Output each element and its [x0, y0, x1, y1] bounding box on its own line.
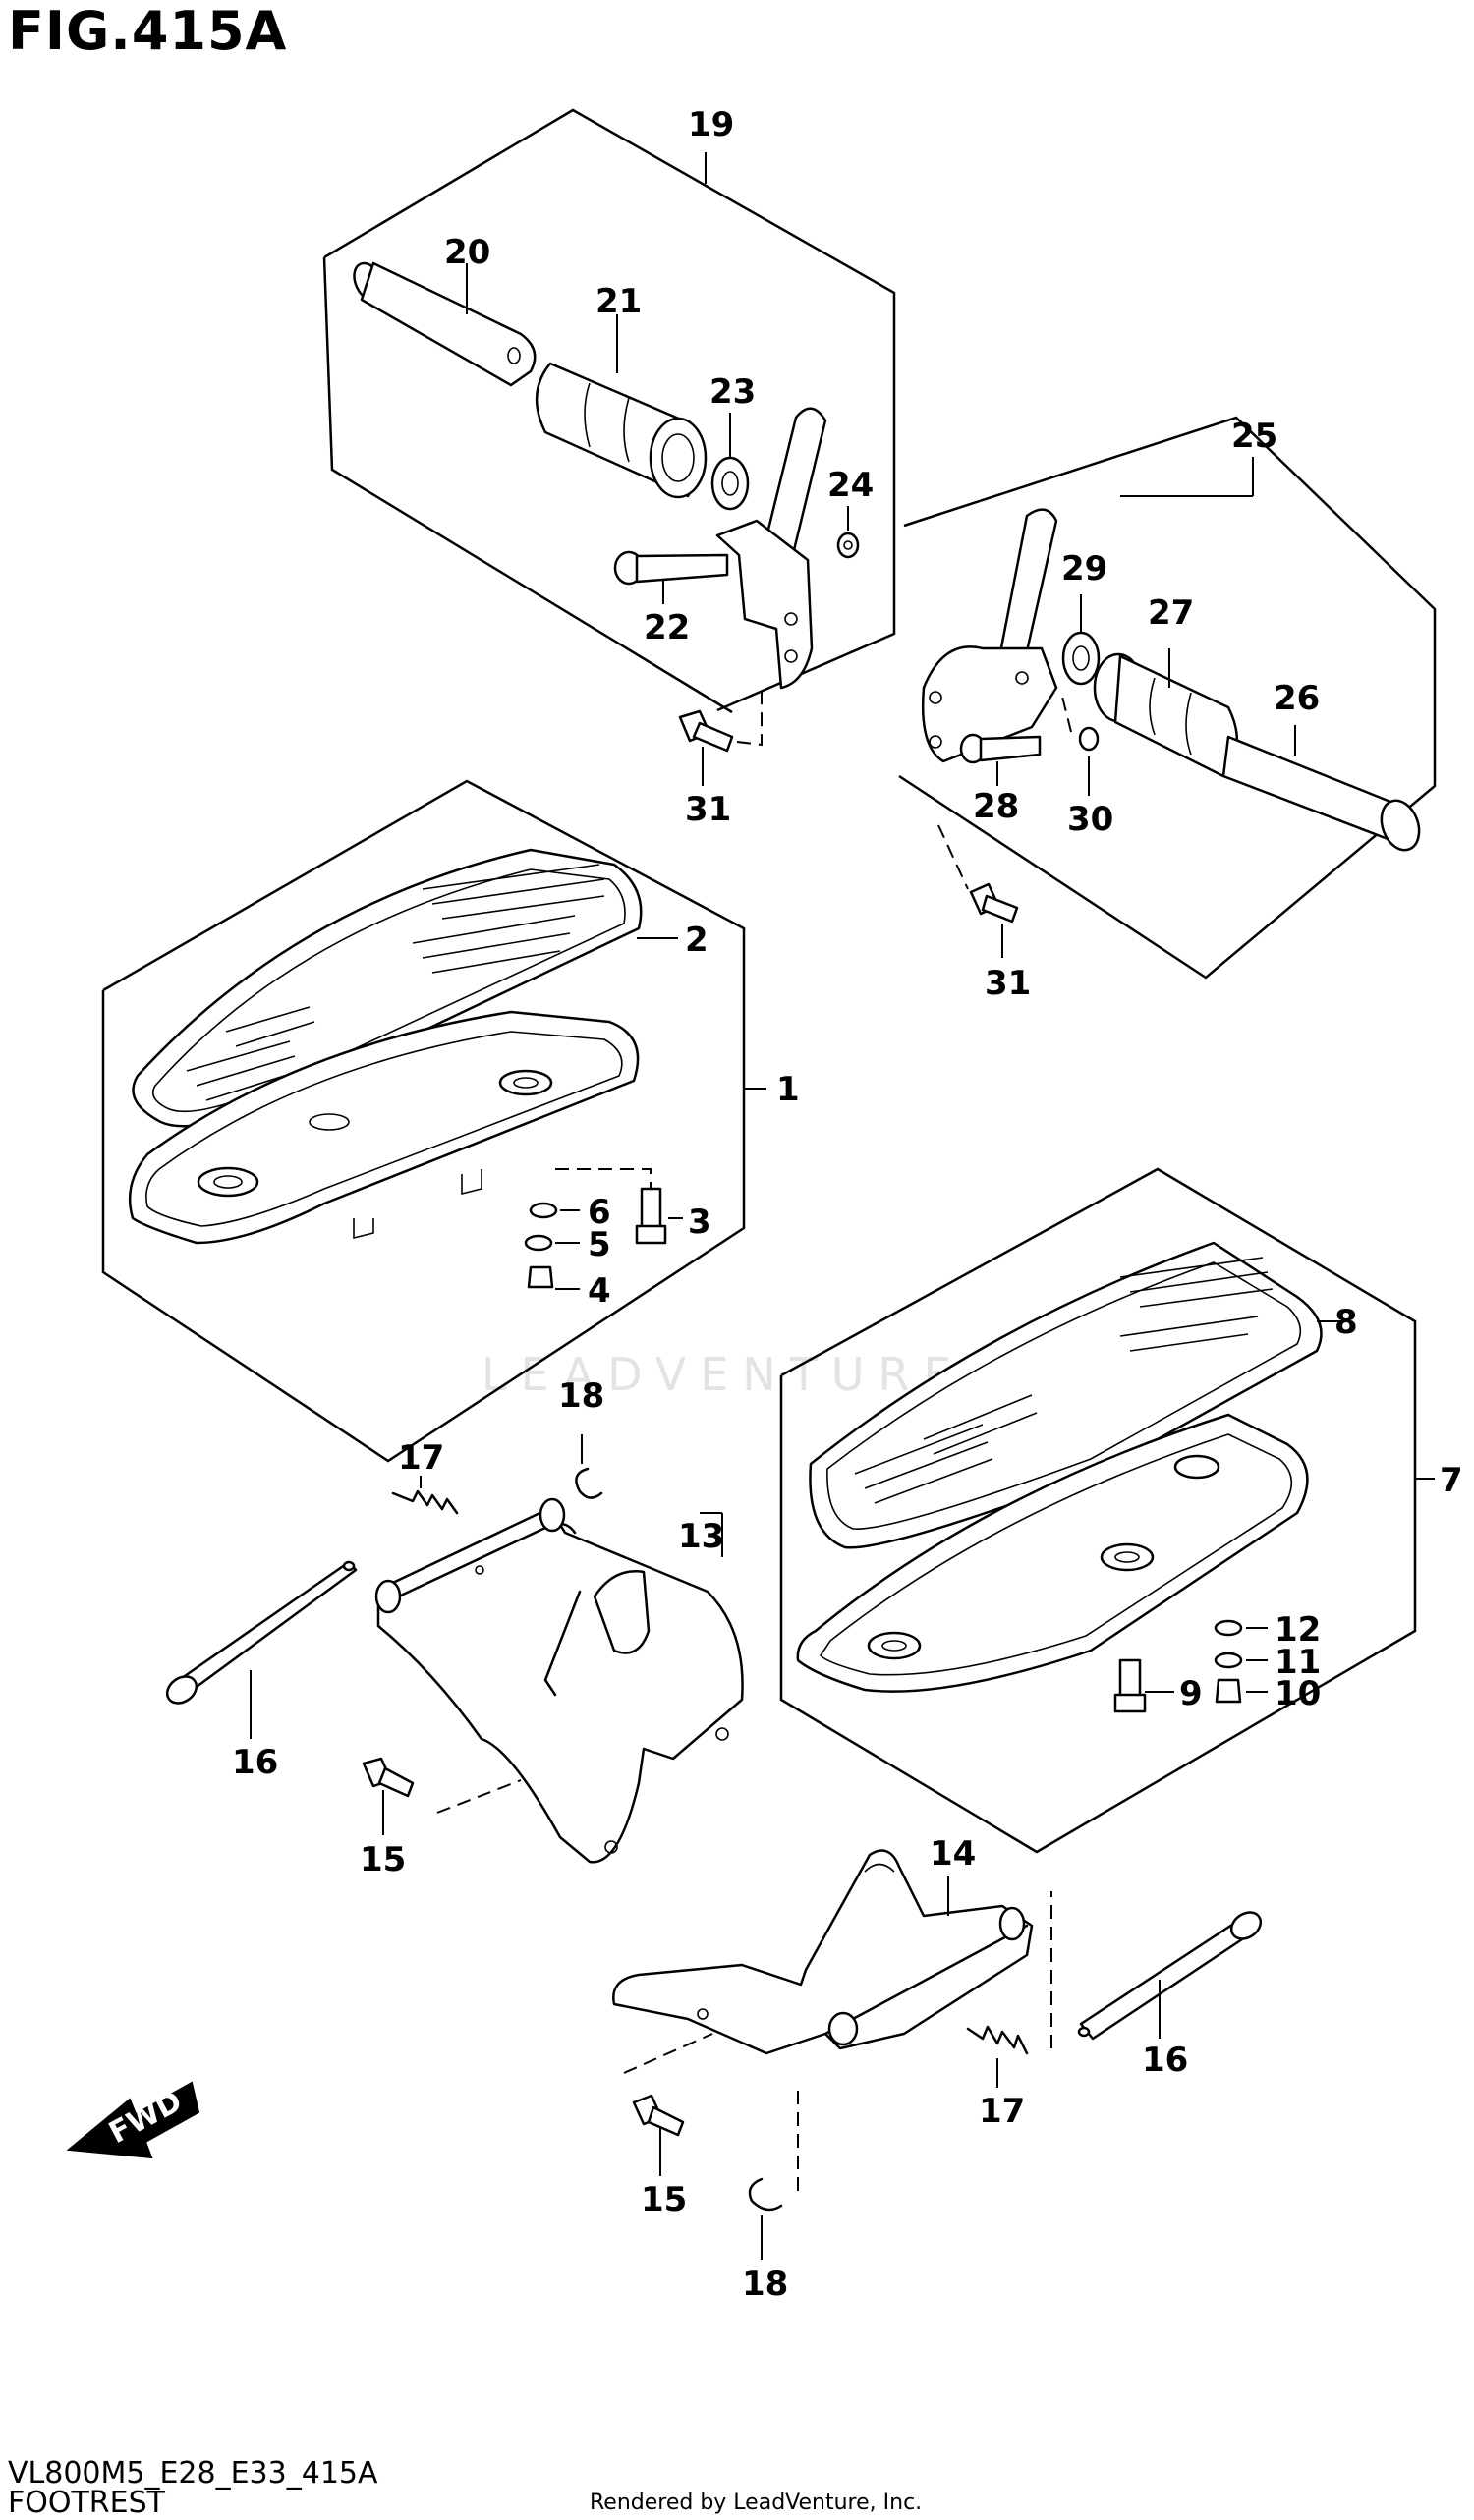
- group-25-box: [898, 416, 1437, 980]
- pin-16-right: [1050, 1891, 1263, 2048]
- callout-12: 12: [1275, 1610, 1321, 1650]
- callout-5: 5: [588, 1225, 611, 1264]
- spring-17-left: [391, 1476, 459, 1515]
- callout-30: 30: [1067, 800, 1113, 839]
- callout-4: 4: [588, 1271, 611, 1311]
- footboard-pad-2: [132, 848, 678, 1128]
- bolt-22: [613, 550, 729, 604]
- bracket-13: [374, 1497, 744, 1864]
- callout-9: 9: [1179, 1674, 1203, 1713]
- render-credit: Rendered by LeadVenture, Inc.: [590, 2491, 923, 2515]
- callout-16-left: 16: [232, 1743, 278, 1782]
- callout-17-right: 17: [979, 2092, 1025, 2131]
- pin-16-left: [165, 1560, 358, 1739]
- clip-18-left: [575, 1434, 603, 1499]
- hardware-3-4-5-6: [524, 1168, 683, 1290]
- clip-18-right: [748, 2083, 799, 2260]
- group-1-box: [101, 779, 766, 1463]
- nut-24: [836, 506, 860, 559]
- callout-26: 26: [1274, 679, 1320, 718]
- bolt-31-right: [937, 824, 1019, 958]
- rubber-21: [535, 314, 708, 499]
- callout-19: 19: [688, 105, 734, 144]
- footboard-pad-8: [809, 1241, 1346, 1549]
- callout-14: 14: [930, 1834, 976, 1874]
- callout-22: 22: [644, 608, 690, 647]
- hardware-9-10-11-12: [1113, 1619, 1268, 1713]
- callout-28: 28: [973, 787, 1019, 826]
- callout-31-right: 31: [985, 964, 1031, 1003]
- footboard-base-1: [128, 1010, 640, 1245]
- bolt-15-right: [623, 2033, 713, 2176]
- callout-31-left: 31: [685, 790, 731, 829]
- callout-8: 8: [1334, 1303, 1358, 1342]
- callout-29: 29: [1061, 549, 1107, 588]
- footboard-base-7: [796, 1413, 1309, 1693]
- callout-18-left: 18: [558, 1376, 604, 1416]
- callout-25: 25: [1231, 417, 1277, 456]
- washer-29: [1061, 594, 1101, 686]
- bracket-25: [921, 508, 1058, 763]
- callout-23: 23: [709, 372, 756, 412]
- section-name: FOOTREST: [8, 2486, 165, 2520]
- bolt-15-left: [362, 1757, 522, 1835]
- callout-labels: 19 20 21 23 24 22 31 25 29 27 26 28 30 3…: [232, 105, 1463, 2304]
- callout-15-right: 15: [641, 2180, 687, 2219]
- callout-16-right: 16: [1142, 2041, 1188, 2080]
- bracket-14: [612, 1849, 1034, 2055]
- group-19-box: [322, 108, 896, 714]
- callout-6: 6: [588, 1193, 611, 1232]
- callout-10: 10: [1275, 1674, 1321, 1713]
- callout-21: 21: [595, 282, 642, 321]
- fwd-arrow-icon: FWD: [66, 2081, 200, 2159]
- callout-11: 11: [1275, 1643, 1321, 1682]
- callout-18-right: 18: [742, 2265, 788, 2304]
- model-code: VL800M5_E28_E33_415A: [8, 2456, 378, 2491]
- watermark: LEADVENTURE: [482, 1348, 966, 1401]
- callout-13: 13: [678, 1517, 724, 1556]
- bolt-28: [959, 733, 1042, 786]
- nut-30: [1060, 692, 1100, 796]
- spring-17-right: [966, 2025, 1029, 2088]
- figure-title: FIG.415A: [8, 0, 288, 62]
- callout-20: 20: [444, 233, 490, 272]
- group-7-box: [779, 1167, 1435, 1854]
- rubber-27: [1093, 648, 1239, 778]
- callout-17-left: 17: [398, 1438, 444, 1478]
- washer-23: [710, 413, 750, 511]
- callout-3: 3: [688, 1203, 711, 1242]
- callout-24: 24: [827, 466, 874, 505]
- callout-15-left: 15: [360, 1840, 406, 1879]
- callout-7: 7: [1440, 1461, 1463, 1500]
- callout-2: 2: [685, 921, 709, 960]
- bolt-31-left: [678, 688, 763, 786]
- pin-26: [1221, 725, 1421, 852]
- callout-27: 27: [1148, 593, 1194, 633]
- callout-1: 1: [776, 1070, 800, 1109]
- bracket-19: [715, 407, 827, 690]
- pin-20: [353, 261, 537, 387]
